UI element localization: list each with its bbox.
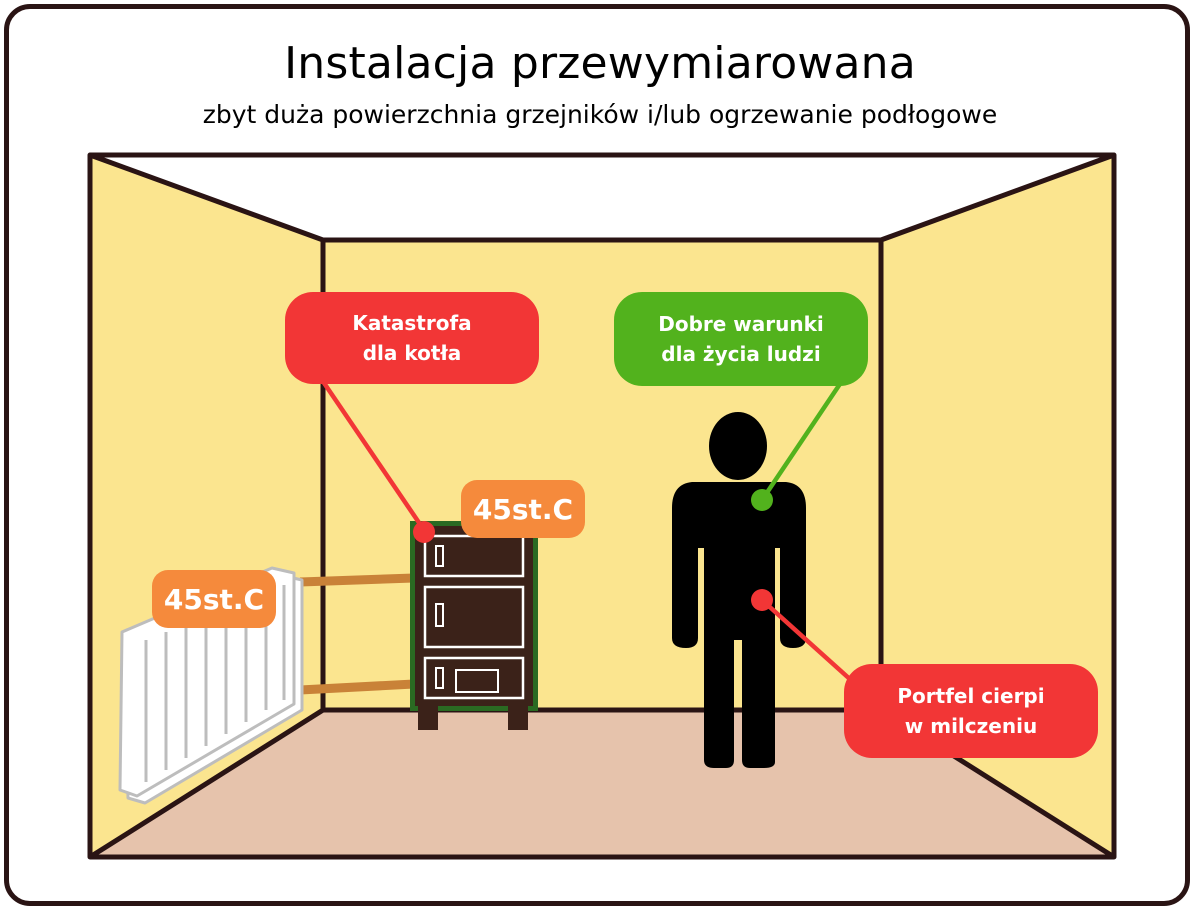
boiler-callout-line1: Katastrofa [352, 311, 472, 335]
diagram-subtitle: zbyt duża powierzchnia grzejników i/lub … [202, 100, 998, 129]
wallet-callout-line2: w milczeniu [904, 714, 1038, 738]
people-callout-dot [751, 489, 773, 511]
wallet-callout-line [760, 598, 864, 692]
person-figure [672, 412, 806, 768]
radiator-temperature-badge: 45st.C [152, 570, 276, 628]
wallet-callout: Portfel cierpi w milczeniu [844, 664, 1098, 758]
boiler-callout-line [320, 378, 428, 535]
people-callout-line1: Dobre warunki [658, 312, 824, 336]
boiler [410, 521, 538, 730]
diagram-title: Instalacja przewymiarowana [284, 38, 916, 89]
heating-pipes [299, 573, 415, 695]
boiler-temperature-badge: 45st.C [461, 480, 585, 538]
people-callout: Dobre warunki dla życia ludzi [614, 292, 868, 386]
wallet-callout-line1: Portfel cierpi [897, 684, 1045, 708]
wallet-callout-dot [751, 589, 773, 611]
boiler-callout: Katastrofa dla kotła [285, 292, 539, 384]
people-callout-line2: dla życia ludzi [661, 342, 821, 366]
boiler-callout-line2: dla kotła [362, 341, 462, 365]
people-callout-line [760, 370, 850, 502]
boiler-callout-dot [413, 521, 435, 543]
